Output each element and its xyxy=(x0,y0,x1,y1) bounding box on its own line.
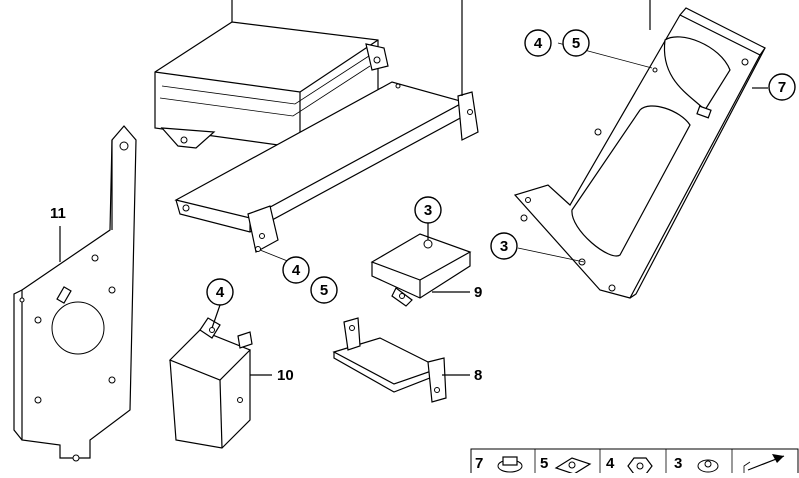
control-module-top xyxy=(154,0,389,149)
hardware-inset: 7 5 4 3 xyxy=(470,448,799,478)
inset-number-4: 4 xyxy=(606,455,615,472)
inset-cell-7: 7 xyxy=(475,455,523,473)
callouts: 11 4 5 3 9 4 10 8 4 5 7 3 xyxy=(50,29,796,384)
callout-4c-circle xyxy=(524,29,552,57)
inset-cell-5: 5 xyxy=(540,455,592,475)
callout-4b: 4 xyxy=(216,284,225,301)
callout-4a-circle xyxy=(282,256,310,284)
callout-4c: 4 xyxy=(534,35,543,52)
hex-nut-icon xyxy=(627,457,653,475)
module-10 xyxy=(168,304,272,449)
callout-8: 8 xyxy=(474,367,482,384)
clip-nut-icon xyxy=(554,457,592,475)
callout-7: 7 xyxy=(778,79,786,96)
callout-9: 9 xyxy=(474,284,482,301)
mounting-plate-right xyxy=(513,0,768,299)
callout-5a: 5 xyxy=(320,282,328,299)
bolt-icon xyxy=(497,456,523,473)
callout-5c: 5 xyxy=(572,35,580,52)
bracket-8 xyxy=(332,317,470,403)
callout-3c-circle xyxy=(490,232,518,260)
screw-icon xyxy=(697,459,719,473)
callout-5c-circle xyxy=(562,29,590,57)
callout-3a: 3 xyxy=(424,202,432,219)
bracket-11 xyxy=(13,125,137,462)
mounting-tray xyxy=(174,0,479,253)
inset-number-3: 3 xyxy=(674,455,682,472)
inset-number-5: 5 xyxy=(540,455,548,472)
inset-cell-arrow xyxy=(743,454,785,473)
callout-7-circle xyxy=(768,73,796,101)
inset-number-7: 7 xyxy=(475,455,483,472)
callout-10: 10 xyxy=(277,367,294,384)
callout-4b-circle xyxy=(206,278,234,306)
arrow-icon xyxy=(743,454,785,473)
callout-4a: 4 xyxy=(292,262,301,279)
callout-11: 11 xyxy=(50,205,66,222)
callout-3c: 3 xyxy=(500,238,508,255)
callout-5a-circle xyxy=(310,276,338,304)
module-9 xyxy=(370,222,472,307)
inset-cell-3: 3 xyxy=(674,455,719,473)
callout-3a-circle xyxy=(414,196,442,224)
